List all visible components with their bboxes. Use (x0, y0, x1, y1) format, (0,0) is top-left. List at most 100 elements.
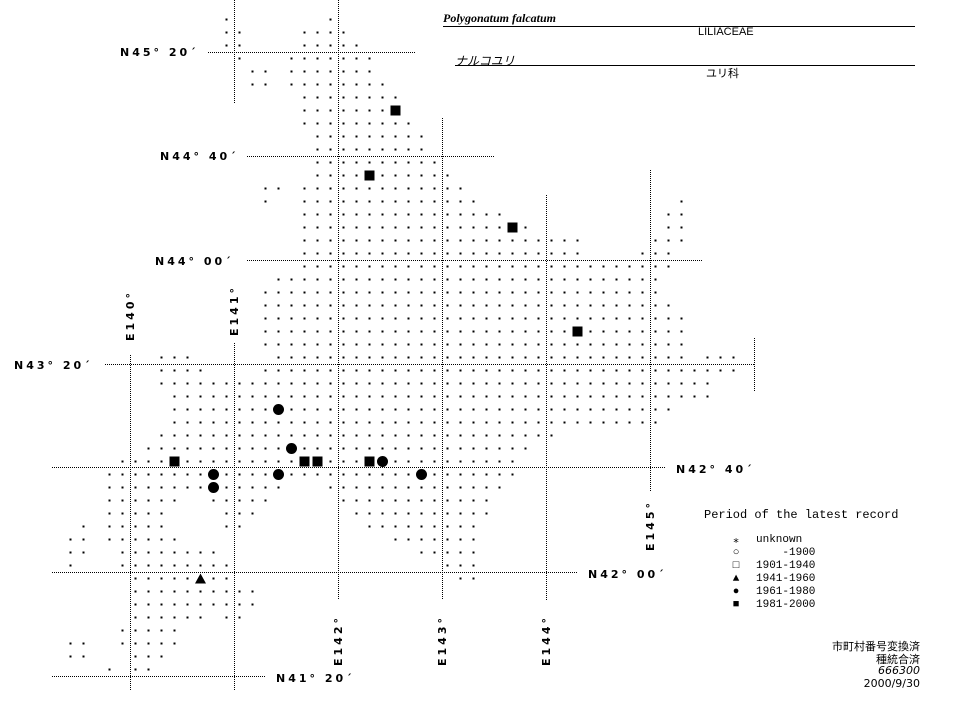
survey-cell-dot (472, 291, 475, 294)
survey-cell-dot (303, 304, 306, 307)
survey-cell-dot (602, 356, 605, 359)
survey-cell-dot (381, 395, 384, 398)
survey-cell-dot (472, 317, 475, 320)
survey-cell-dot (316, 252, 319, 255)
survey-cell-dot (160, 629, 163, 632)
survey-cell-dot (290, 369, 293, 372)
survey-cell-dot (394, 421, 397, 424)
survey-cell-dot (420, 421, 423, 424)
record-marker-square (364, 170, 375, 181)
survey-cell-dot (355, 486, 358, 489)
survey-cell-dot (199, 564, 202, 567)
survey-cell-dot (407, 434, 410, 437)
survey-cell-dot (381, 278, 384, 281)
survey-cell-dot (225, 512, 228, 515)
survey-cell-dot (589, 369, 592, 372)
survey-cell-dot (485, 473, 488, 476)
survey-cell-dot (420, 434, 423, 437)
survey-cell-dot (69, 538, 72, 541)
survey-cell-dot (641, 330, 644, 333)
survey-cell-dot (498, 317, 501, 320)
survey-cell-dot (69, 551, 72, 554)
survey-cell-dot (628, 330, 631, 333)
survey-cell-dot (511, 421, 514, 424)
survey-cell-dot (446, 343, 449, 346)
survey-cell-dot (355, 421, 358, 424)
filled-square-icon: ■ (732, 599, 740, 611)
survey-cell-dot (147, 447, 150, 450)
survey-cell-dot (134, 486, 137, 489)
survey-cell-dot (524, 434, 527, 437)
survey-cell-dot (511, 356, 514, 359)
survey-cell-dot (394, 447, 397, 450)
survey-cell-dot (238, 44, 241, 47)
survey-cell-dot (563, 343, 566, 346)
survey-cell-dot (225, 564, 228, 567)
survey-cell-dot (459, 304, 462, 307)
survey-cell-dot (524, 369, 527, 372)
survey-cell-dot (641, 382, 644, 385)
survey-cell-dot (446, 538, 449, 541)
survey-cell-dot (459, 369, 462, 372)
survey-cell-dot (667, 239, 670, 242)
record-marker-circle (273, 404, 284, 415)
survey-cell-dot (407, 278, 410, 281)
survey-cell-dot (160, 369, 163, 372)
survey-cell-dot (160, 642, 163, 645)
survey-cell-dot (342, 252, 345, 255)
survey-cell-dot (602, 330, 605, 333)
survey-cell-dot (316, 174, 319, 177)
survey-cell-dot (303, 70, 306, 73)
survey-cell-dot (199, 551, 202, 554)
survey-cell-dot (433, 187, 436, 190)
survey-cell-dot (368, 226, 371, 229)
survey-cell-dot (303, 122, 306, 125)
survey-cell-dot (524, 304, 527, 307)
record-marker-square (312, 456, 323, 467)
survey-cell-dot (524, 343, 527, 346)
survey-cell-dot (667, 330, 670, 333)
survey-cell-dot (472, 382, 475, 385)
survey-cell-dot (511, 447, 514, 450)
survey-cell-dot (602, 278, 605, 281)
survey-cell-dot (446, 278, 449, 281)
survey-cell-dot (615, 330, 618, 333)
survey-cell-dot (407, 421, 410, 424)
survey-cell-dot (355, 512, 358, 515)
survey-cell-dot (667, 408, 670, 411)
survey-cell-dot (511, 473, 514, 476)
survey-cell-dot (355, 252, 358, 255)
survey-cell-dot (381, 525, 384, 528)
survey-cell-dot (277, 343, 280, 346)
survey-cell-dot (251, 447, 254, 450)
survey-cell-dot (238, 460, 241, 463)
survey-cell-dot (485, 226, 488, 229)
survey-cell-dot (134, 499, 137, 502)
survey-cell-dot (277, 421, 280, 424)
survey-cell-dot (680, 369, 683, 372)
survey-cell-dot (420, 512, 423, 515)
survey-cell-dot (316, 330, 319, 333)
survey-cell-dot (355, 447, 358, 450)
survey-cell-dot (173, 538, 176, 541)
survey-cell-dot (472, 278, 475, 281)
survey-cell-dot (251, 70, 254, 73)
survey-cell-dot (316, 421, 319, 424)
survey-cell-dot (472, 330, 475, 333)
survey-cell-dot (368, 486, 371, 489)
survey-cell-dot (264, 447, 267, 450)
survey-cell-dot (667, 304, 670, 307)
survey-cell-dot (446, 213, 449, 216)
survey-cell-dot (615, 265, 618, 268)
survey-cell-dot (238, 421, 241, 424)
survey-cell-dot (485, 499, 488, 502)
survey-cell-dot (368, 525, 371, 528)
survey-cell-dot (381, 499, 384, 502)
survey-cell-dot (186, 356, 189, 359)
survey-cell-dot (680, 356, 683, 359)
survey-cell-dot (342, 291, 345, 294)
survey-cell-dot (537, 330, 540, 333)
survey-cell-dot (511, 291, 514, 294)
survey-cell-dot (446, 564, 449, 567)
survey-cell-dot (329, 148, 332, 151)
